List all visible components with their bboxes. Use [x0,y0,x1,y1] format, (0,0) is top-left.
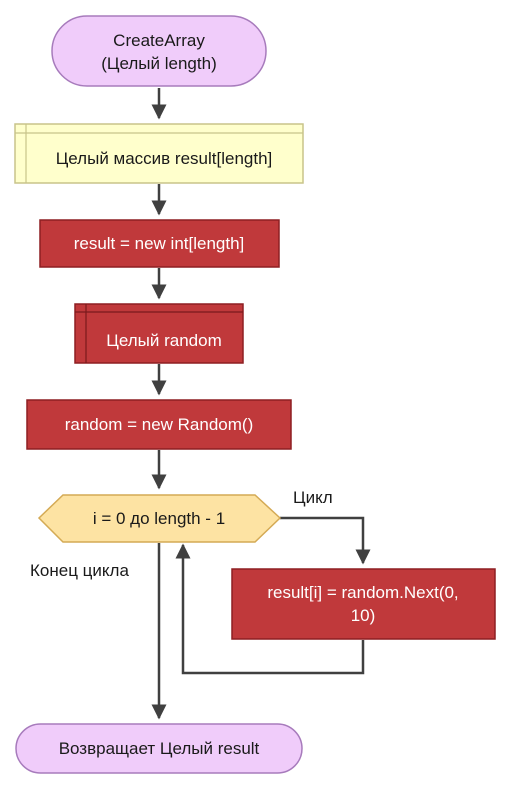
loop-end-label: Конец цикла [30,561,129,580]
end-terminal-shape [15,723,303,774]
connectors [151,88,371,720]
loop-body-line2: 10) [351,606,376,625]
end-terminal: Возвращает Целый result [15,723,303,774]
loop-label: i = 0 до length - 1 [93,509,225,528]
loop-cycle-label: Цикл [293,488,333,507]
loop-body-shape [231,568,496,640]
start-terminal: CreateArray (Целый length) [51,15,267,87]
connector-body-back-to-loop [175,543,365,675]
declare-array-block: Целый массив result[length] [14,123,304,184]
end-terminal-label: Возвращает Целый result [59,739,260,758]
assign-random-label: random = new Random() [65,415,254,434]
declare-array-shape [14,123,304,184]
assign-result-label: result = new int[length] [74,234,245,253]
connector-loop-to-body [280,516,371,565]
assign-random-shape [26,399,292,450]
assign-random-block: random = new Random() [26,399,292,450]
assign-result-shape [39,219,280,268]
declare-random-shape [74,303,244,364]
start-terminal-title: CreateArray [113,31,205,50]
start-terminal-params: (Целый length) [101,54,216,73]
declare-random-block: Целый random [74,303,244,364]
declare-random-label: Целый random [106,331,221,350]
loop-shape [37,494,282,543]
declare-array-label: Целый массив result[length] [56,149,273,168]
assign-result-block: result = new int[length] [39,219,280,268]
loop-body-block: result[i] = random.Next(0, 10) [231,568,496,640]
loop-block: i = 0 до length - 1 Цикл Конец цикла [30,488,333,580]
loop-body-line1: result[i] = random.Next(0, [267,583,458,602]
start-terminal-shape [51,15,267,87]
